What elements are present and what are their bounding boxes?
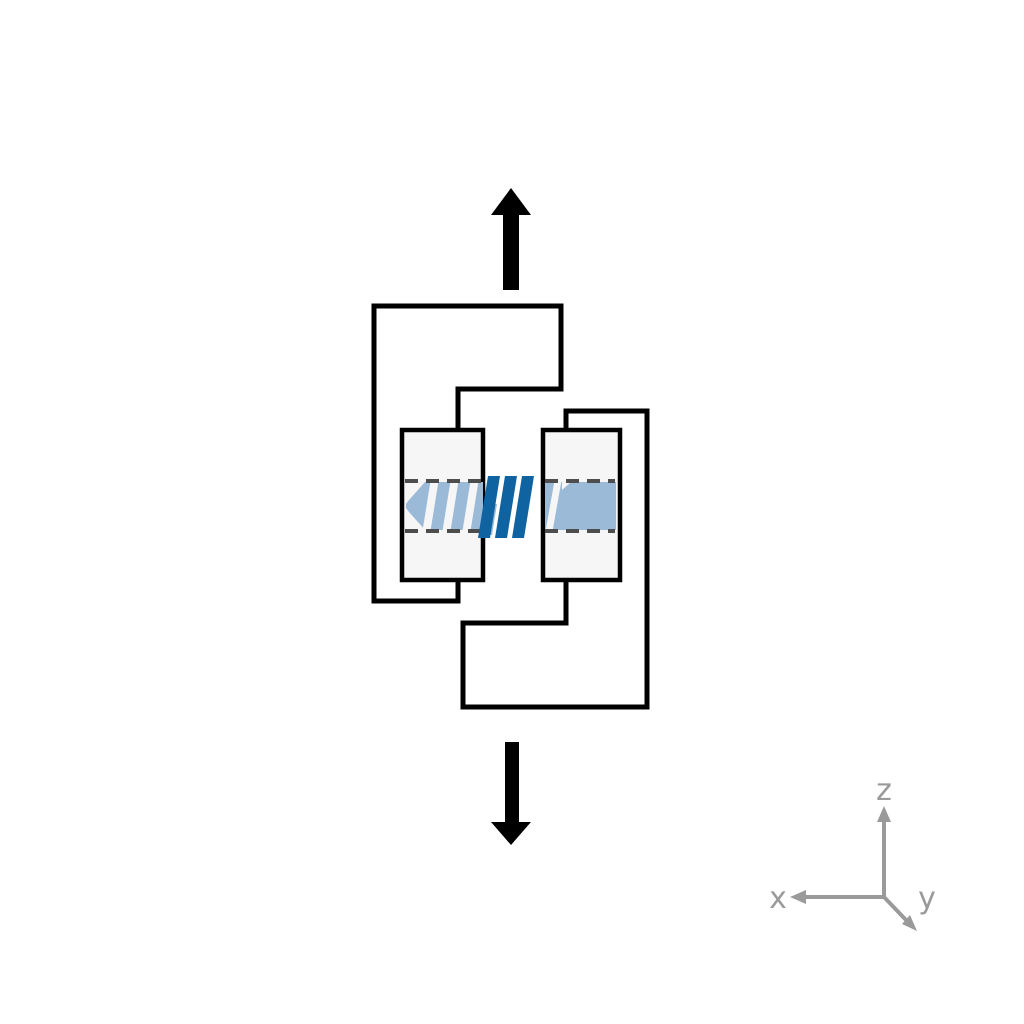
left-thread-gaps — [422, 482, 479, 530]
thread-gap-stripe — [462, 482, 479, 530]
axis-y-line — [882, 895, 908, 922]
axis-arrowheads — [790, 806, 917, 931]
coordinate-triad: z x y — [769, 773, 936, 931]
bore-hole-dashed-lines — [405, 479, 615, 533]
thread-dark-segment — [512, 476, 534, 538]
right-thread-gaps — [545, 482, 571, 530]
axis-lines — [806, 822, 908, 922]
tension-load-arrow-down — [491, 742, 531, 845]
thread-notch — [562, 482, 571, 490]
thread-dark-segment — [495, 476, 517, 538]
axis-z-label: z — [876, 773, 892, 808]
axis-x-label: x — [769, 881, 787, 916]
axis-y-label: y — [918, 881, 936, 916]
axis-z-arrowhead — [877, 806, 891, 822]
axis-y-arrowhead — [902, 915, 917, 931]
screw-shank-body — [545, 482, 616, 530]
thread-gap-stripe — [442, 482, 459, 530]
thread-dark-segment — [478, 476, 500, 538]
tension-load-arrow-up — [491, 188, 531, 290]
exposed-thread-segments — [478, 476, 534, 538]
thread-gap-stripe — [422, 482, 439, 530]
screw-fastener — [405, 476, 616, 538]
axis-x-arrowhead — [790, 890, 806, 904]
thread-gap-stripe — [545, 482, 562, 530]
